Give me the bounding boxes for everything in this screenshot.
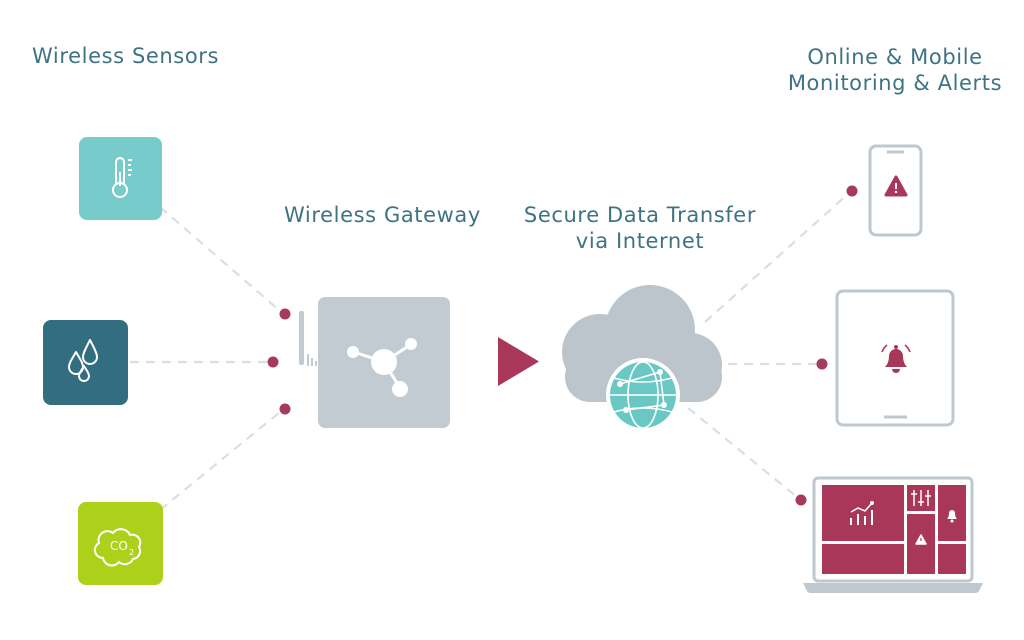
laptop	[803, 476, 983, 593]
antenna-signal	[307, 354, 317, 366]
dot-gateway-co2	[279, 403, 291, 415]
dot-tablet	[816, 358, 828, 370]
monitoring-line-1: Online & Mobile	[807, 45, 983, 69]
dot-gateway-temp	[279, 308, 291, 320]
temperature-sensor	[79, 137, 162, 220]
globe-icon	[606, 358, 680, 432]
warning-icon	[915, 534, 927, 545]
monitoring-line-2: Monitoring & Alerts	[787, 71, 1003, 95]
secure-transfer-line-2: via Internet	[575, 229, 705, 253]
gateway-antenna	[299, 311, 304, 365]
dot-phone	[846, 185, 858, 197]
dashboard-panels	[822, 485, 966, 574]
network-hub-icon	[347, 338, 417, 397]
play-arrow-icon	[498, 337, 539, 386]
line-cloud-laptop	[687, 407, 798, 498]
dot-gateway-humidity	[267, 356, 279, 368]
bell-icon	[947, 510, 957, 523]
co2-cloud-icon	[93, 528, 142, 567]
co2-sensor: CO 2	[78, 502, 163, 585]
line-chart-icon	[850, 501, 874, 525]
co2-label: CO	[110, 539, 128, 553]
connector-lines	[130, 193, 849, 511]
line-co2-gateway	[159, 411, 281, 511]
sliders-icon	[911, 490, 931, 506]
humidity-sensor	[43, 320, 128, 405]
thermometer-icon	[112, 157, 132, 198]
co2-subscript: 2	[129, 548, 134, 557]
monitoring-title: Online & Mobile Monitoring & Alerts	[772, 44, 1018, 96]
bell-icon	[885, 345, 907, 373]
warning-icon	[884, 175, 908, 197]
secure-transfer-line-1: Secure Data Transfer	[523, 203, 757, 227]
line-temp-gateway	[159, 206, 281, 312]
secure-transfer-title: Secure Data Transfer via Internet	[509, 202, 771, 254]
smartphone	[868, 144, 923, 237]
water-drops-icon	[68, 339, 98, 382]
dot-laptop	[795, 494, 807, 506]
wireless-sensors-title: Wireless Sensors	[32, 44, 220, 68]
tablet	[835, 289, 955, 427]
connector-dots	[267, 185, 858, 506]
line-cloud-phone	[704, 193, 849, 323]
wireless-gateway	[299, 297, 450, 428]
wireless-gateway-title: Wireless Gateway	[284, 203, 481, 227]
